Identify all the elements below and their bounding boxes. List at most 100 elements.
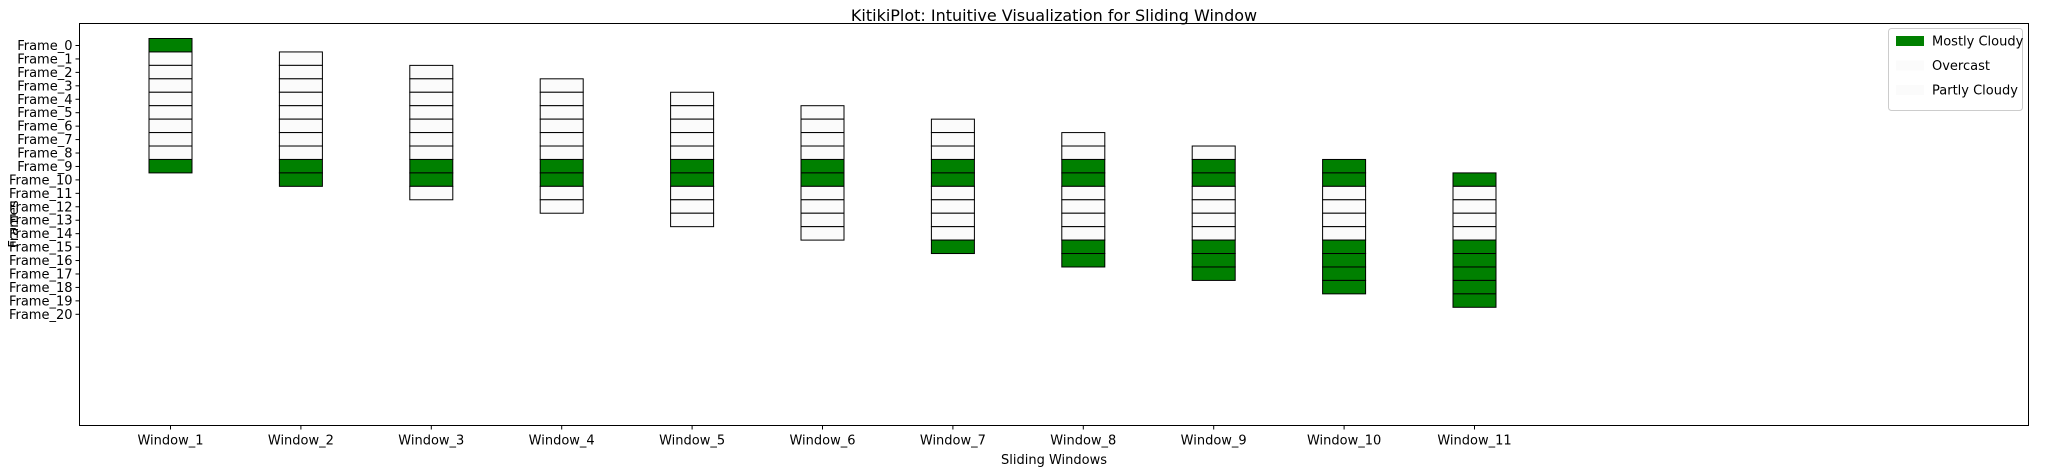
cell-window-2-frame-1 (278, 51, 323, 66)
cell-window-10-frame-12 (1322, 199, 1367, 214)
y-tick-label: Frame_16 (9, 254, 73, 269)
x-tick-label: Window_3 (398, 434, 464, 449)
x-tick-label: Window_10 (1307, 434, 1381, 449)
y-tick-label: Frame_9 (17, 160, 72, 175)
cell-window-11-frame-13 (1452, 212, 1497, 228)
cell-window-3-frame-8 (409, 145, 454, 160)
x-tick-label: Window_4 (529, 434, 595, 449)
cell-window-8-frame-7 (1061, 132, 1106, 147)
cell-window-6-frame-9 (800, 158, 845, 174)
cell-window-8-frame-11 (1061, 185, 1106, 201)
cell-window-6-frame-8 (800, 145, 845, 160)
cell-window-6-frame-14 (800, 226, 845, 241)
cell-window-10-frame-11 (1322, 185, 1367, 201)
y-tick-label: Frame_4 (17, 93, 72, 108)
legend-label: Mostly Cloudy (1932, 35, 2024, 50)
cell-window-2-frame-10 (278, 172, 323, 187)
cell-window-6-frame-7 (800, 132, 845, 147)
cell-window-1-frame-7 (148, 132, 193, 147)
cell-window-3-frame-9 (409, 158, 454, 174)
cell-window-7-frame-13 (930, 212, 975, 228)
cell-window-1-frame-5 (148, 105, 193, 120)
y-tick-label: Frame_6 (17, 120, 72, 135)
cell-window-3-frame-6 (409, 118, 454, 134)
cell-window-3-frame-7 (409, 132, 454, 147)
y-tick-label: Frame_5 (17, 106, 72, 121)
y-tick-label: Frame_17 (9, 267, 73, 282)
cell-window-4-frame-10 (539, 172, 584, 187)
x-tick-label: Window_7 (920, 434, 986, 449)
cell-window-9-frame-11 (1191, 185, 1236, 201)
cell-window-4-frame-12 (539, 199, 584, 214)
cell-window-10-frame-15 (1322, 239, 1367, 255)
cell-window-9-frame-9 (1191, 158, 1236, 174)
cell-window-11-frame-15 (1452, 239, 1497, 255)
cell-window-6-frame-11 (800, 185, 845, 201)
cell-window-6-frame-10 (800, 172, 845, 187)
cell-window-5-frame-11 (670, 185, 715, 201)
cell-window-1-frame-4 (148, 91, 193, 107)
cell-window-7-frame-11 (930, 185, 975, 201)
cell-window-2-frame-5 (278, 105, 323, 120)
cell-window-4-frame-5 (539, 105, 584, 120)
cell-window-2-frame-4 (278, 91, 323, 107)
x-tick-label: Window_9 (1181, 434, 1247, 449)
cell-window-6-frame-12 (800, 199, 845, 214)
y-tick-label: Frame_19 (9, 294, 73, 309)
cell-window-8-frame-16 (1061, 253, 1106, 268)
y-axis-ticks: Frame_0Frame_1Frame_2Frame_3Frame_4Frame… (9, 39, 80, 323)
y-axis-title: Frames (7, 200, 22, 248)
cell-window-1-frame-2 (148, 64, 193, 80)
cell-window-5-frame-9 (670, 158, 715, 174)
cell-window-3-frame-3 (409, 78, 454, 93)
cell-window-2-frame-7 (278, 132, 323, 147)
y-tick-label: Frame_14 (9, 227, 73, 242)
cell-window-5-frame-10 (670, 172, 715, 187)
y-tick-label: Frame_2 (17, 66, 72, 81)
cell-window-8-frame-8 (1061, 145, 1106, 160)
cell-window-11-frame-10 (1452, 172, 1497, 187)
cell-window-7-frame-7 (930, 132, 975, 147)
cell-window-4-frame-11 (539, 185, 584, 201)
y-tick-label: Frame_18 (9, 281, 73, 296)
cell-window-10-frame-9 (1322, 158, 1367, 174)
x-tick-label: Window_2 (268, 434, 334, 449)
cell-window-10-frame-13 (1322, 212, 1367, 228)
cell-window-6-frame-5 (800, 105, 845, 120)
cell-window-5-frame-8 (670, 145, 715, 160)
cell-window-9-frame-13 (1191, 212, 1236, 228)
cell-window-11-frame-19 (1452, 293, 1497, 308)
cell-window-4-frame-9 (539, 158, 584, 174)
cell-window-4-frame-3 (539, 78, 584, 93)
cell-window-8-frame-10 (1061, 172, 1106, 187)
cell-window-2-frame-3 (278, 78, 323, 93)
y-tick-label: Frame_20 (9, 308, 73, 323)
cell-window-8-frame-12 (1061, 199, 1106, 214)
cell-window-4-frame-7 (539, 132, 584, 147)
cell-window-7-frame-12 (930, 199, 975, 214)
cell-window-10-frame-16 (1322, 253, 1367, 268)
cell-window-11-frame-12 (1452, 199, 1497, 214)
cell-window-6-frame-13 (800, 212, 845, 228)
legend-swatch (1896, 85, 1924, 95)
y-tick-label: Frame_12 (9, 200, 73, 215)
x-tick-label: Window_6 (789, 434, 855, 449)
cell-window-5-frame-5 (670, 105, 715, 120)
legend-label: Overcast (1932, 59, 1990, 74)
cell-window-1-frame-0 (148, 38, 193, 53)
cell-window-2-frame-6 (278, 118, 323, 134)
cell-window-11-frame-17 (1452, 266, 1497, 281)
cell-window-9-frame-10 (1191, 172, 1236, 187)
legend-label: Partly Cloudy (1932, 84, 2018, 99)
cell-window-5-frame-4 (670, 91, 715, 107)
cell-window-11-frame-11 (1452, 185, 1497, 201)
cell-window-3-frame-5 (409, 105, 454, 120)
cell-window-2-frame-9 (278, 158, 323, 174)
cell-window-7-frame-6 (930, 118, 975, 134)
cell-window-10-frame-14 (1322, 226, 1367, 241)
cell-window-5-frame-13 (670, 212, 715, 228)
y-tick-label: Frame_7 (17, 133, 72, 148)
cell-window-8-frame-13 (1061, 212, 1106, 228)
cell-window-1-frame-9 (148, 158, 193, 174)
